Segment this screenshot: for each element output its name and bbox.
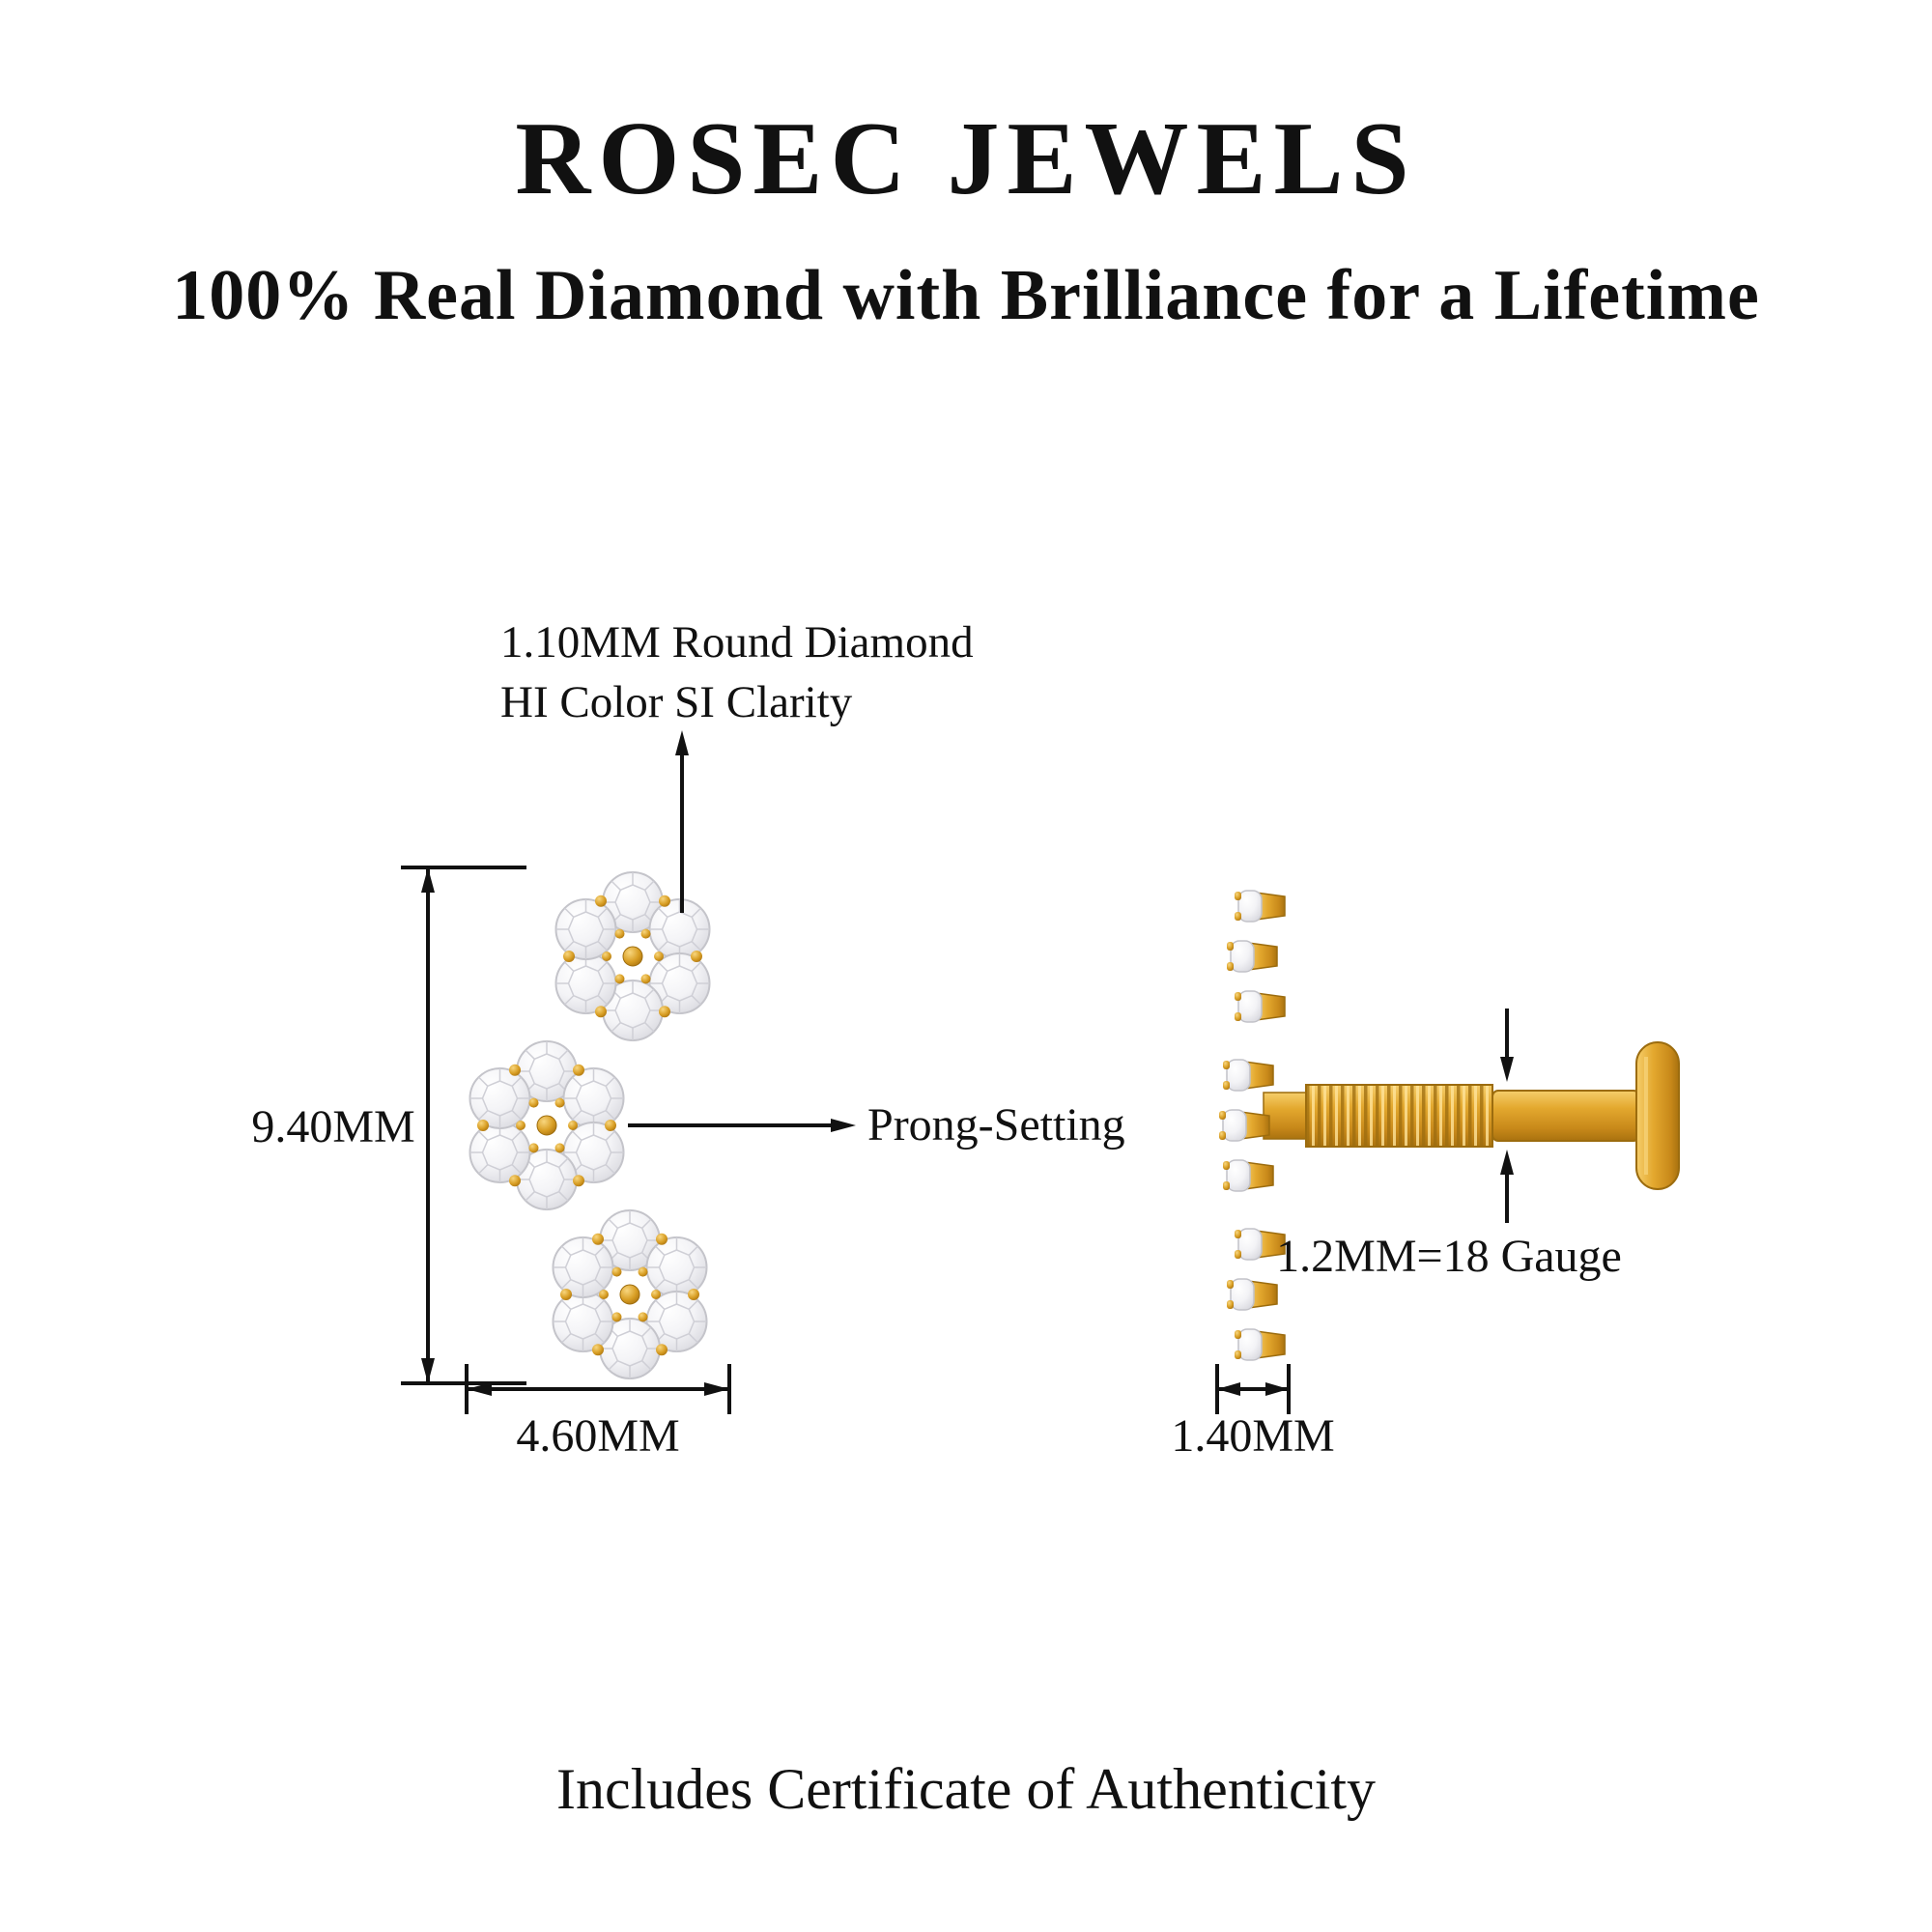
diamond-callout: 1.10MM Round Diamond HI Color SI Clarity	[500, 617, 974, 913]
brand-title: ROSEC JEWELS	[515, 101, 1416, 216]
side-stone	[1222, 1059, 1274, 1092]
post-shaft	[1492, 1090, 1640, 1142]
up-arrow-icon	[1500, 1150, 1514, 1175]
diamond-callout-line2: HI Color SI Clarity	[500, 677, 853, 727]
down-arrow-icon	[1500, 1057, 1514, 1082]
side-stone	[1234, 990, 1286, 1023]
back-width-dim-label: 1.40MM	[1171, 1410, 1334, 1462]
right-arrow-icon	[831, 1119, 856, 1132]
flat-back-disc	[1635, 1041, 1680, 1190]
height-dim-label: 9.40MM	[251, 1101, 414, 1152]
side-stone	[1234, 890, 1286, 923]
side-stone	[1222, 1159, 1274, 1192]
prong-callout-label: Prong-Setting	[867, 1099, 1125, 1151]
side-view-illustration	[1218, 890, 1680, 1361]
height-dimension: 9.40MM	[251, 866, 526, 1385]
side-stone	[1234, 1328, 1286, 1361]
left-arrow-icon	[1217, 1382, 1240, 1396]
gauge-dim-label: 1.2MM=18 Gauge	[1276, 1231, 1622, 1282]
back-width-dimension: 1.40MM	[1171, 1364, 1335, 1462]
flower-cluster-bottom	[554, 1210, 707, 1378]
side-stone	[1218, 1109, 1270, 1142]
right-arrow-icon	[704, 1382, 729, 1396]
tagline: 100% Real Diamond with Brilliance for a …	[172, 256, 1760, 335]
certificate-note: Includes Certificate of Authenticity	[556, 1757, 1376, 1821]
up-arrow-icon	[675, 730, 689, 755]
side-stone	[1226, 940, 1278, 973]
prong-callout: Prong-Setting	[628, 1099, 1125, 1151]
gauge-dimension: 1.2MM=18 Gauge	[1276, 1009, 1622, 1282]
right-arrow-icon	[1265, 1382, 1289, 1396]
left-arrow-icon	[467, 1382, 492, 1396]
diamond-callout-line1: 1.10MM Round Diamond	[500, 617, 974, 668]
width-dim-label: 4.60MM	[516, 1410, 679, 1462]
post-threads	[1305, 1084, 1493, 1148]
flower-cluster-top	[556, 872, 710, 1040]
up-arrow-icon	[421, 867, 435, 893]
width-dimension: 4.60MM	[465, 1364, 731, 1462]
side-stone	[1226, 1278, 1278, 1311]
down-arrow-icon	[421, 1358, 435, 1383]
flower-cluster-middle	[470, 1041, 624, 1209]
